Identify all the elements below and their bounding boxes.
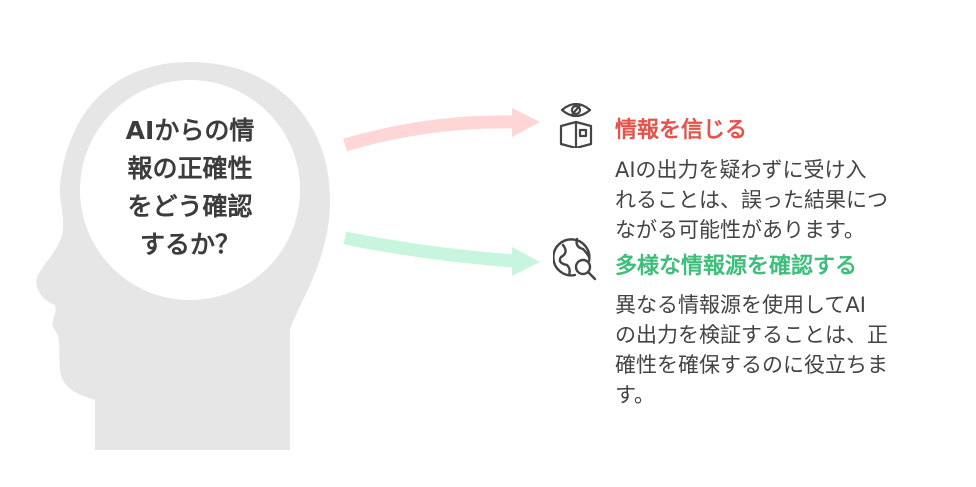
option-body-verify: 異なる情報源を使用してAI の出力を検証することは、正 確性を確保するのに役立ち… <box>615 290 888 410</box>
arrow-believe <box>343 115 516 152</box>
body-line: ながる可能性があります。 <box>615 218 865 242</box>
body-line: 確性を確保するのに役立ちま <box>615 353 888 377</box>
question-line: するか？ <box>139 230 240 259</box>
option-body-believe: AIの出力を疑わずに受け入 れることは、誤った結果につ ながる可能性があります。 <box>615 155 888 245</box>
body-line: す。 <box>615 383 655 407</box>
body-line: の出力を検証することは、正 <box>615 323 888 347</box>
option-title-verify: 多様な情報源を確認する <box>615 254 858 279</box>
question-line: AIからの情 <box>125 116 255 145</box>
center-question: AIからの情 報の正確性 をどう確認 するか？ <box>90 112 290 264</box>
option-title-believe: 情報を信じる <box>615 118 748 143</box>
eye-book-icon <box>559 102 593 148</box>
globe-search-icon <box>553 237 597 281</box>
question-line: をどう確認 <box>127 192 253 221</box>
arrow-verify-head <box>512 247 540 276</box>
question-line: 報の正確性 <box>127 154 253 183</box>
head-inner-circle <box>80 80 300 300</box>
body-line: れることは、誤った結果につ <box>615 188 888 212</box>
arrow-verify <box>343 231 516 268</box>
arrow-believe-head <box>512 108 540 137</box>
body-line: AIの出力を疑わずに受け入 <box>615 158 867 182</box>
body-line: 異なる情報源を使用してAI <box>615 293 866 317</box>
